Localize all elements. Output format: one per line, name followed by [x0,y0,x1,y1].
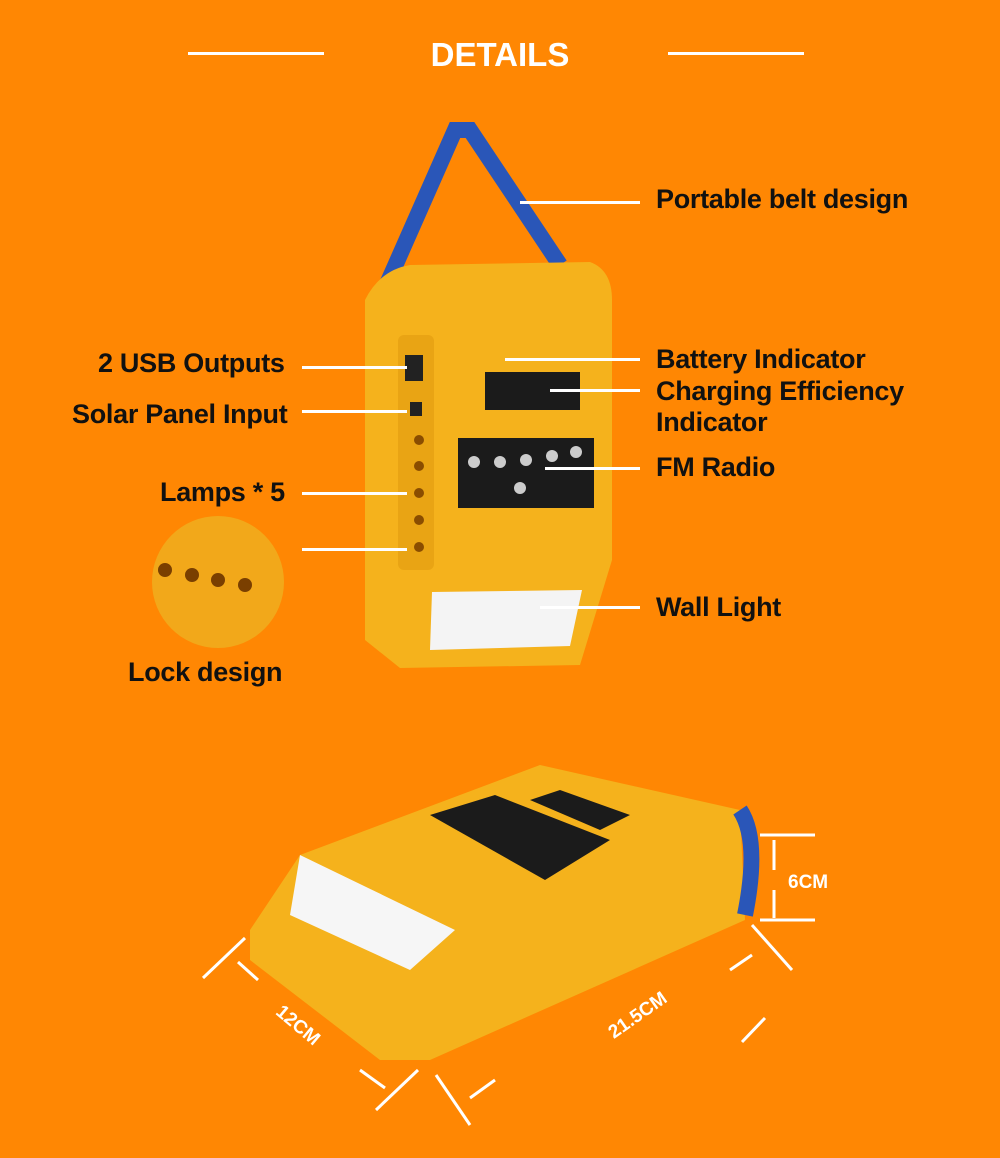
label-lock: Lock design [128,657,283,687]
label-lamps: Lamps * 5 [160,477,285,507]
wall-light [430,590,582,650]
usb-leader [302,366,407,369]
title-rule-left [188,52,324,55]
label-solar: Solar Panel Input [72,399,288,429]
solar-leader [302,410,407,413]
strap [372,122,567,304]
dim-height: 6CM [788,872,829,893]
page-title: DETAILS [430,36,570,73]
label-charging: Charging Efficiency [656,376,904,406]
label-radio: FM Radio [656,452,776,482]
lying-body [250,765,745,1060]
label-belt: Portable belt design [656,184,909,214]
battery-leader [505,358,640,361]
label-battery: Battery Indicator [656,344,866,374]
charging-leader [550,389,640,392]
label-charging-2: Indicator [656,407,768,437]
radio-leader [545,467,640,470]
title-rule-right [668,52,804,55]
belt-leader [520,201,640,204]
lock-leader [302,548,407,551]
wall-leader [540,606,640,609]
label-usb: 2 USB Outputs [98,348,285,378]
lamps-leader [302,492,407,495]
label-wall: Wall Light [656,592,781,622]
